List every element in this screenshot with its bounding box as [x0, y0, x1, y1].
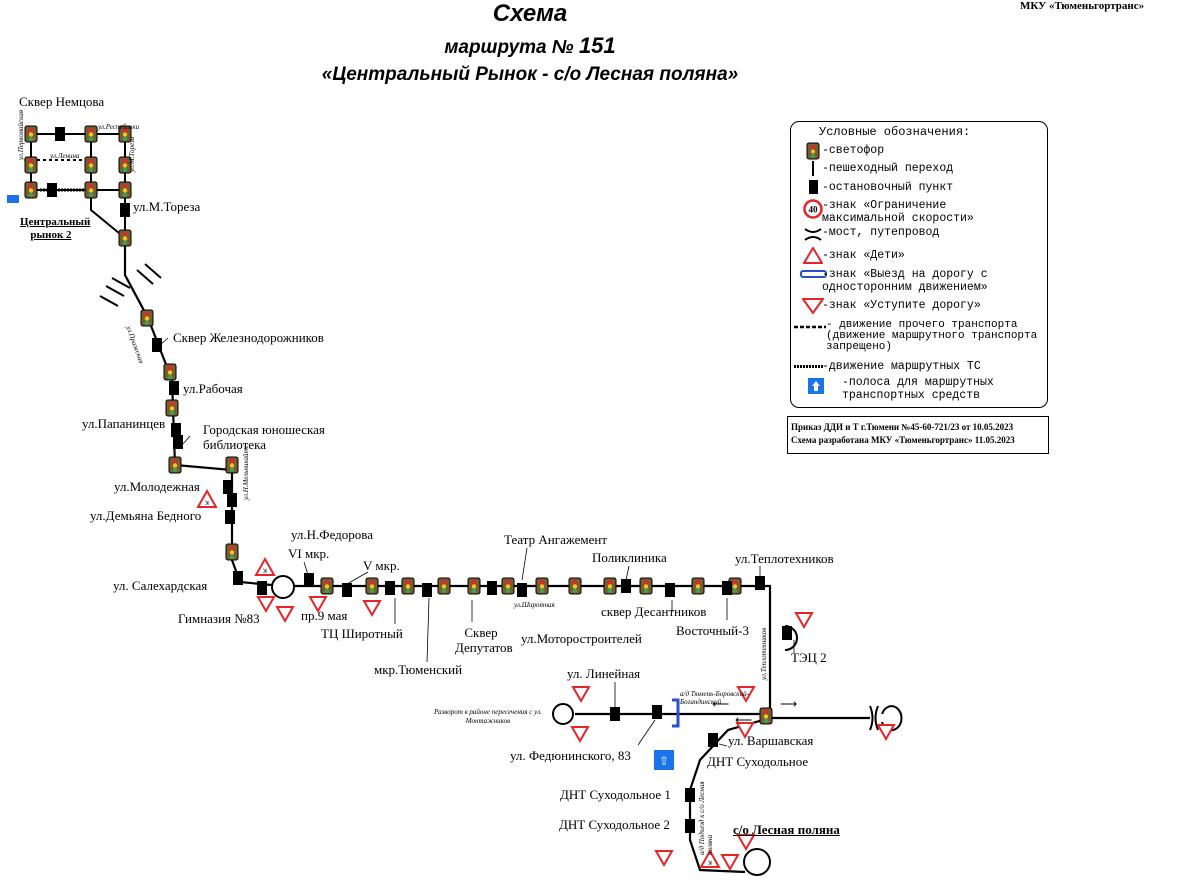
stop-lineynaya: ул. Линейная: [567, 666, 641, 681]
stop-teplotekhnikov: ул.Теплотехников: [735, 551, 834, 566]
stop-mkr-tyumensky: мкр.Тюменский: [374, 662, 463, 677]
street-razvorot: Разворот в районе пересечения с ул. Монт…: [434, 708, 542, 725]
organization-name: МКУ «Тюменьгортранс»: [1020, 0, 1145, 12]
legend-box: Условные обозначения: -светофор -пешеход…: [790, 121, 1048, 408]
stop-demyana: ул.Демьяна Бедного: [90, 508, 202, 523]
bus-lane-icon: [808, 378, 824, 394]
route-name: «Центральный Рынок - с/о Лесная поляна»: [321, 64, 739, 85]
bus-stop-icon: [809, 180, 818, 194]
svg-text:⟵: ⟵: [712, 697, 729, 711]
stop-torez: ул.М.Тореза: [133, 199, 201, 214]
children-sign-icon: [803, 247, 823, 264]
stop-molodezhnaya: ул.Молодежная: [114, 479, 200, 494]
order-box: Приказ ДДИ и Т г.Тюмени №45-60-721/23 от…: [787, 416, 1049, 454]
yield-sign-icon: [802, 298, 824, 314]
stop-skver-nemtsova: Сквер Немцова: [19, 94, 105, 109]
stop-skver-deputatov: Сквер Депутатов: [455, 625, 513, 655]
svg-text:40: 40: [809, 205, 819, 215]
route-prefix: маршрута №: [444, 37, 574, 58]
stop-rabochaya: ул.Рабочая: [183, 381, 243, 396]
stop-dnt: ДНТ Суходольное: [707, 754, 809, 769]
traffic-light-icon: [806, 142, 820, 160]
street-tor: ул.М.Тореза: [128, 136, 136, 172]
svg-text:⟶: ⟶: [780, 697, 797, 711]
svg-text:⟵: ⟵: [735, 713, 752, 727]
stop-lesnaya: с/о Лесная поляна: [733, 822, 840, 837]
arrow-line-icon: [794, 365, 824, 368]
scheme-title: Схема: [492, 0, 568, 27]
stop-salekhardskaya: ул. Салехардская: [113, 578, 208, 593]
one-way-exit-sign-icon: [800, 270, 827, 278]
speed-limit-40-icon: 40: [803, 199, 823, 219]
svg-text:⇧: ⇧: [659, 754, 669, 768]
order-line-2: Схема разработана МКУ «Тюменьгортранс» 1…: [791, 435, 1015, 445]
stop-poliklinika: Поликлиника: [592, 550, 667, 565]
order-line-1: Приказ ДДИ и Т г.Тюмени №45-60-721/23 от…: [791, 422, 1014, 432]
stop-library: Городская юношеская библиотека: [203, 422, 325, 452]
stop-central-market: Центральный рынок 2: [20, 216, 91, 241]
stop-skver-desantnikov: сквер Десантников: [601, 604, 707, 619]
street-lenina: ул.Ленина: [50, 152, 80, 160]
dashed-line-icon: [794, 325, 826, 329]
street-respubliki: ул.Республики: [98, 123, 140, 131]
stop-v-mkr: V мкр.: [363, 558, 400, 573]
stop-dnt1: ДНТ Суходольное 1: [560, 787, 671, 802]
stop-fedyuninskogo: ул. Федюнинского, 83: [510, 748, 631, 763]
street-shirotnaya: ул.Широтная: [514, 601, 555, 609]
stop-pr9: пр.9 мая: [301, 608, 348, 623]
crosswalk-icon: [812, 161, 814, 176]
stop-dnt2: ДНТ Суходольное 2: [559, 817, 670, 832]
route-number: 151: [578, 33, 616, 58]
stop-vostochny: Восточный-3: [676, 623, 749, 638]
street-teplotekhnikov-v: ул.Теплотехников: [760, 627, 768, 680]
stop-skver-zhd: Сквер Железнодорожников: [173, 330, 324, 345]
stop-theatre: Театр Ангажемент: [504, 532, 608, 547]
street-trakt: а/д Тюмень-Боровский-Богандинский: [680, 690, 749, 706]
bridge-icon: [804, 228, 822, 241]
stop-tc-shirotny: ТЦ Широтный: [321, 626, 403, 641]
street-melnikayte: ул.Н.Мельникайте: [242, 445, 250, 500]
stop-motorostroiteley: ул.Моторостроителей: [521, 631, 642, 646]
stop-gymnasium: Гимназия №83: [178, 611, 260, 626]
stop-vi-mkr: VI мкр.: [288, 546, 330, 561]
stop-varshavskaya: ул. Варшавская: [728, 733, 814, 748]
stop-tec2: ТЭЦ 2: [791, 650, 827, 665]
stop-papanintsev: ул.Папанинцев: [82, 416, 166, 431]
street-lesnaya-road: а/д Подъезд к с/о Лесная поляна: [698, 781, 714, 855]
route-number-line: маршрута № 151: [380, 33, 680, 59]
stop-fedorova: ул.Н.Федорова: [291, 527, 374, 542]
legend-title: Условные обозначения:: [819, 125, 971, 139]
street-pervomayskaya: ул.Первомайская: [17, 110, 25, 160]
